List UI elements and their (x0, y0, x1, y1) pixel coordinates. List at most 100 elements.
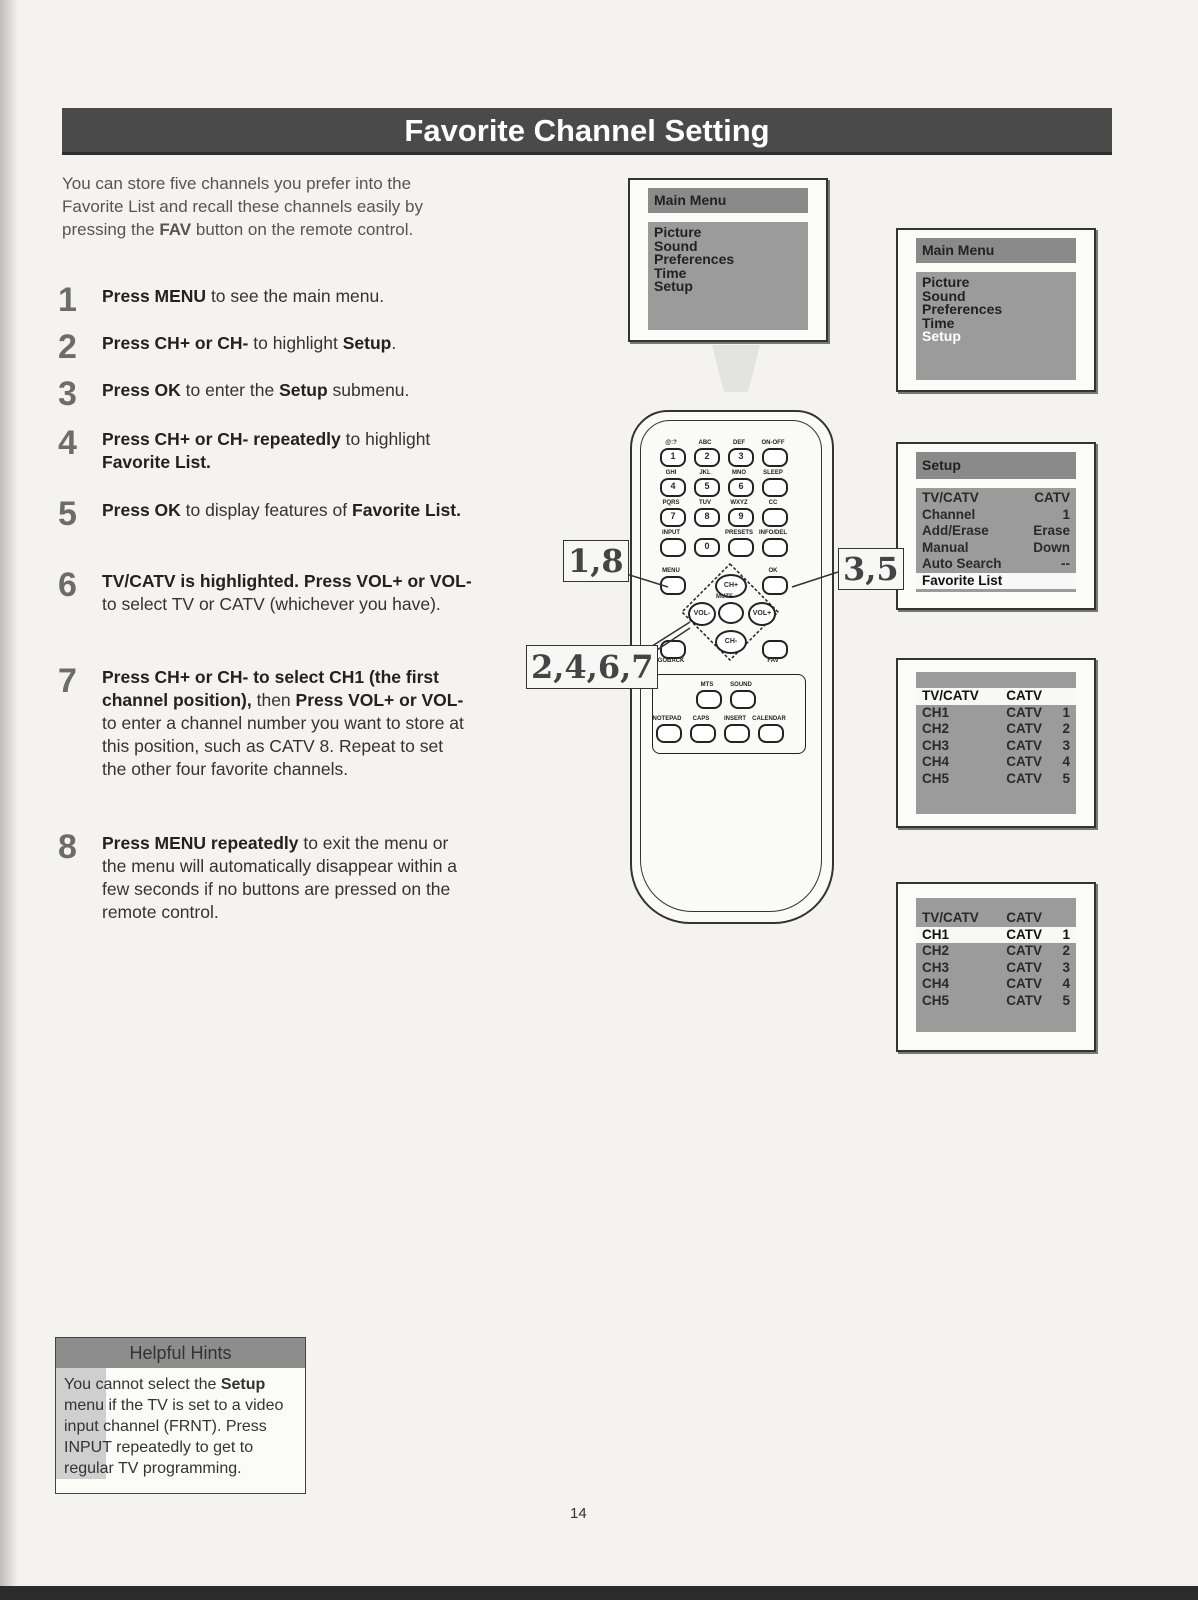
key-button[interactable] (762, 508, 788, 527)
menu-cell: 1 (1062, 926, 1070, 942)
key-label: ABC (698, 440, 712, 446)
bold-text: Press CH+ or CH- repeatedly (102, 429, 341, 449)
key-digit: 9 (738, 511, 744, 521)
hints-header: Helpful Hints (56, 1338, 305, 1368)
sound-button[interactable] (730, 690, 756, 709)
menu-cell: 5 (1062, 992, 1070, 1008)
key-digit: 1 (670, 451, 676, 461)
callout-2-4-6-7: 2,4,6,7 (526, 645, 659, 689)
vol-minus-button[interactable]: VOL- (688, 602, 716, 626)
menu-cell: 5 (1062, 770, 1070, 786)
key-button[interactable] (762, 538, 788, 557)
menu-item: Picture (922, 274, 970, 290)
helpful-hints-box: Helpful Hints You cannot select the Setu… (55, 1337, 306, 1494)
menu-cell: CH4 (922, 754, 950, 769)
bold-text: Setup (220, 1376, 266, 1393)
step-text: Press CH+ or CH- to highlight Setup. (102, 332, 472, 355)
menu-item: Preferences (654, 251, 735, 267)
key-button[interactable]: 7 (660, 508, 686, 527)
menu-cell: Manual (922, 539, 969, 555)
key-button[interactable]: 9 (728, 508, 754, 527)
step-number: 2 (58, 328, 77, 366)
key-button[interactable] (660, 538, 686, 557)
bottom-button-1[interactable] (656, 724, 682, 743)
menu-item: Setup (922, 328, 961, 344)
key-digit: 2 (704, 451, 710, 461)
intro-text-2: button on the remote control. (191, 220, 414, 239)
ch-plus-button[interactable]: CH+ (715, 574, 747, 598)
text: to enter the (180, 380, 280, 400)
bold-text: Favorite List. (102, 452, 211, 472)
page-title: Favorite Channel Setting (62, 108, 1112, 155)
step-text: Press MENU repeatedly to exit the menu o… (102, 832, 472, 924)
text: to enter a channel number you want to st… (102, 713, 464, 779)
vol-plus-button[interactable]: VOL+ (748, 602, 776, 626)
bold-text: Press CH+ or CH- to select CH1 (the firs… (102, 667, 439, 710)
key-button[interactable] (762, 448, 788, 467)
menu-cell: Auto Search (922, 556, 1002, 571)
key-button[interactable]: 8 (694, 508, 720, 527)
ch-minus-button[interactable]: CH- (715, 630, 747, 654)
step-text: TV/CATV is highlighted. Press VOL+ or VO… (102, 570, 472, 616)
bottom-button-3[interactable] (724, 724, 750, 743)
key-button[interactable]: 1 (660, 448, 686, 467)
menu-cell: CH5 (922, 770, 950, 786)
menu-cell: CATV (1006, 688, 1042, 703)
mute-button[interactable] (718, 602, 744, 624)
key-button[interactable]: 0 (694, 538, 720, 557)
key-label: INFO/DEL (759, 530, 787, 536)
callout-3-5: 3,5 (838, 548, 904, 590)
key-button[interactable]: 5 (694, 478, 720, 497)
fav-button-label: FAV (767, 658, 779, 664)
screen-header: Main Menu (648, 188, 808, 213)
dpad-outline (680, 562, 780, 662)
menu-row: Favorite List (916, 572, 1076, 590)
key-label: MNO (732, 470, 746, 476)
key-button[interactable]: 6 (728, 478, 754, 497)
mts-button[interactable] (696, 690, 722, 709)
menu-cell (1014, 573, 1070, 590)
step-number: 3 (58, 375, 77, 413)
text: to select TV or CATV (whichever you have… (102, 594, 441, 614)
ok-button[interactable] (762, 576, 788, 595)
text: to highlight (340, 429, 431, 449)
menu-cell: Channel (922, 506, 976, 522)
key-button[interactable] (728, 538, 754, 557)
step-number: 6 (58, 566, 77, 604)
bottom-button-2[interactable] (690, 724, 716, 743)
bottom-button-4[interactable] (758, 724, 784, 743)
step-text: Press CH+ or CH- repeatedly to highlight… (102, 428, 472, 474)
key-label: PQRS (662, 500, 680, 506)
menu-cell: -- (1061, 556, 1070, 571)
menu-button-label: MENU (662, 568, 680, 574)
step-text: Press OK to enter the Setup submenu. (102, 379, 472, 402)
menu-cell: CATV (1006, 959, 1042, 975)
key-label: PRESETS (724, 530, 753, 536)
bold-text: TV/CATV is highlighted. Press VOL+ or VO… (102, 571, 472, 591)
key-button[interactable]: 3 (728, 448, 754, 467)
screen-beam (712, 345, 760, 392)
step-number: 7 (58, 662, 77, 700)
menu-cell: CH2 (922, 943, 950, 958)
key-button[interactable]: 4 (660, 478, 686, 497)
callout-1-8: 1,8 (563, 540, 629, 582)
menu-cell: CATV (1006, 754, 1042, 769)
fav-button[interactable] (762, 640, 788, 659)
key-button[interactable] (762, 478, 788, 497)
key-label: SLEEP (763, 470, 783, 476)
key-button[interactable]: 2 (694, 448, 720, 467)
menu-cell: CATV (1006, 976, 1042, 991)
menu-cell: CH3 (922, 737, 950, 753)
menu-item: Picture (654, 224, 702, 240)
